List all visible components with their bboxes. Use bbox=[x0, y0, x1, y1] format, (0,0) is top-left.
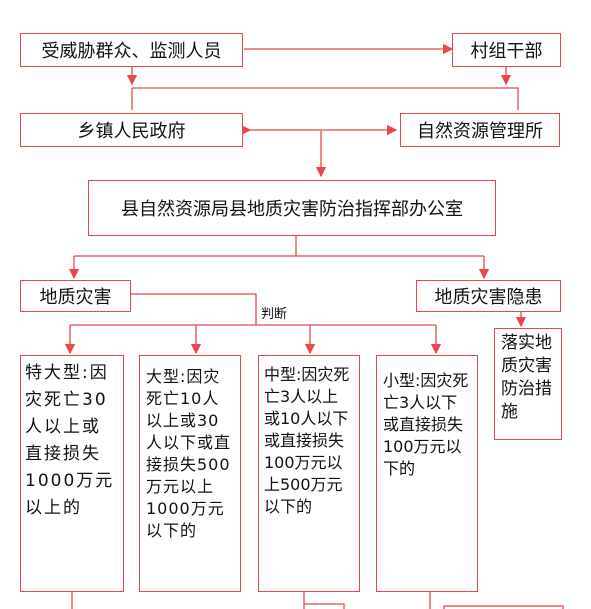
grade-large-label: 大型:因灾死亡10人以上或30人以下或直接损失500万元以上1000万元以下的 bbox=[146, 367, 232, 540]
township-government-box: 乡镇人民政府 bbox=[20, 113, 243, 147]
judge-label: 判断 bbox=[261, 307, 288, 322]
resource-management-office-label: 自然资源管理所 bbox=[417, 121, 543, 142]
geological-disaster-label: 地质灾害 bbox=[39, 287, 112, 308]
grade-extra-large-label: 特大型:因灾死亡30人以上或直接损失1000万元以上的 bbox=[25, 363, 115, 518]
grade-medium-box: 中型:因灾死亡3人以上或10人以下或直接损失100万元以上500万元以下的 bbox=[258, 355, 360, 592]
disaster-hazard-label: 地质灾害隐患 bbox=[434, 287, 543, 308]
reporter-box: 受威胁群众、监测人员 bbox=[20, 33, 243, 67]
geological-disaster-box: 地质灾害 bbox=[20, 280, 131, 312]
resource-management-office-box: 自然资源管理所 bbox=[400, 113, 560, 147]
reporter-label: 受威胁群众、监测人员 bbox=[41, 41, 222, 62]
village-cadre-label: 村组干部 bbox=[470, 41, 543, 62]
village-cadre-box: 村组干部 bbox=[452, 33, 561, 67]
county-command-office-box: 县自然资源局县地质灾害防治指挥部办公室 bbox=[88, 180, 496, 236]
county-command-office-label: 县自然资源局县地质灾害防治指挥部办公室 bbox=[121, 199, 463, 220]
disaster-hazard-box: 地质灾害隐患 bbox=[416, 280, 561, 312]
grade-small-label: 小型:因灾死亡3人以下或直接损失100万元以下的 bbox=[383, 371, 469, 478]
prevention-measures-label: 落实地质灾害防治措施 bbox=[501, 333, 552, 422]
grade-small-box: 小型:因灾死亡3人以下或直接损失100万元以下的 bbox=[376, 355, 478, 592]
grade-extra-large-box: 特大型:因灾死亡30人以上或直接损失1000万元以上的 bbox=[20, 355, 124, 592]
township-government-label: 乡镇人民政府 bbox=[77, 121, 186, 142]
grade-medium-label: 中型:因灾死亡3人以上或10人以下或直接损失100万元以上500万元以下的 bbox=[264, 365, 350, 516]
grade-large-box: 大型:因灾死亡10人以上或30人以下或直接损失500万元以上1000万元以下的 bbox=[139, 355, 241, 592]
prevention-measures-box: 落实地质灾害防治措施 bbox=[494, 328, 562, 440]
